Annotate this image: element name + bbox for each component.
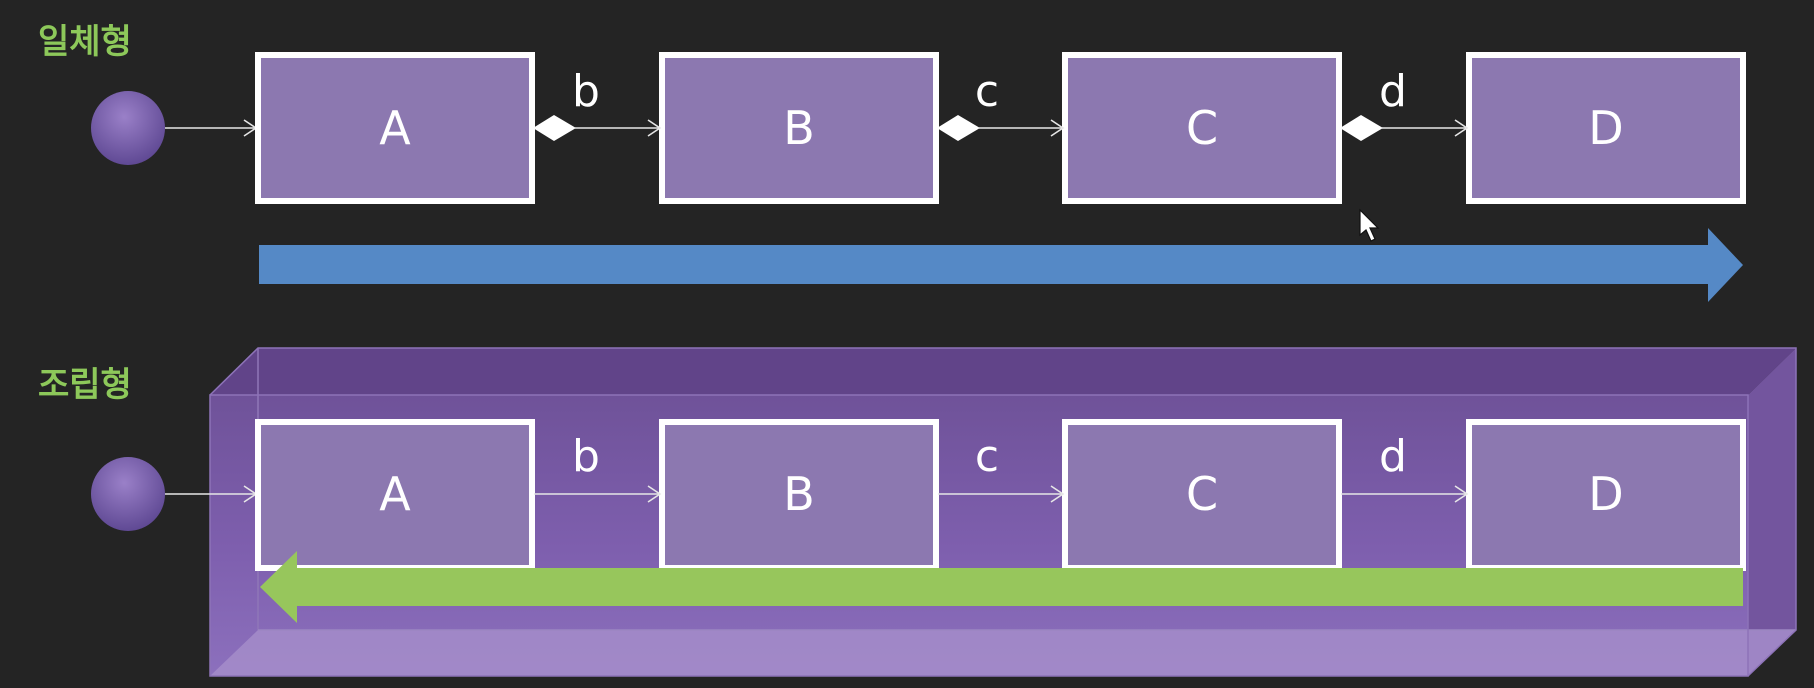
flow-arrow-right (259, 228, 1743, 302)
connector-composition (937, 115, 1065, 141)
node-box: D (1466, 52, 1746, 204)
node-box: D (1466, 419, 1746, 571)
connector-plain (938, 485, 1065, 503)
connector-start (165, 119, 258, 137)
section-title-assembled: 조립형 (38, 365, 132, 405)
start-node (91, 457, 165, 531)
section-assembled: 조립형 A B C D (38, 347, 1797, 677)
edge-label: b (572, 431, 600, 482)
edge-label: b (572, 66, 600, 117)
section-integrated: 일체형 A B C D (38, 22, 1746, 302)
connector-plain (534, 485, 662, 503)
node-label: A (379, 101, 411, 155)
node-box: A (255, 419, 535, 571)
diamond-icon (533, 115, 576, 141)
node-box: C (1062, 419, 1342, 571)
node-label: C (1186, 101, 1218, 155)
diamond-icon (1340, 115, 1383, 141)
diamond-icon (937, 115, 980, 141)
node-label: B (783, 467, 815, 521)
node-label: D (1588, 101, 1623, 155)
node-label: B (783, 101, 815, 155)
connector-composition (1340, 115, 1469, 141)
section-title-integrated: 일체형 (38, 22, 132, 62)
node-box: C (1062, 52, 1342, 204)
node-label: C (1186, 467, 1218, 521)
connector-composition (533, 115, 662, 141)
connector-plain (1341, 485, 1469, 503)
edge-label: c (975, 66, 999, 117)
edge-label: d (1379, 66, 1407, 117)
node-label: A (379, 467, 411, 521)
node-label: D (1588, 467, 1623, 521)
edge-label: d (1379, 431, 1407, 482)
node-box: B (659, 419, 939, 571)
edge-label: c (975, 431, 999, 482)
start-node (91, 91, 165, 165)
flow-arrow-left (260, 551, 1743, 623)
node-box: A (255, 52, 535, 204)
node-box: B (659, 52, 939, 204)
mouse-pointer-icon (1359, 208, 1380, 242)
